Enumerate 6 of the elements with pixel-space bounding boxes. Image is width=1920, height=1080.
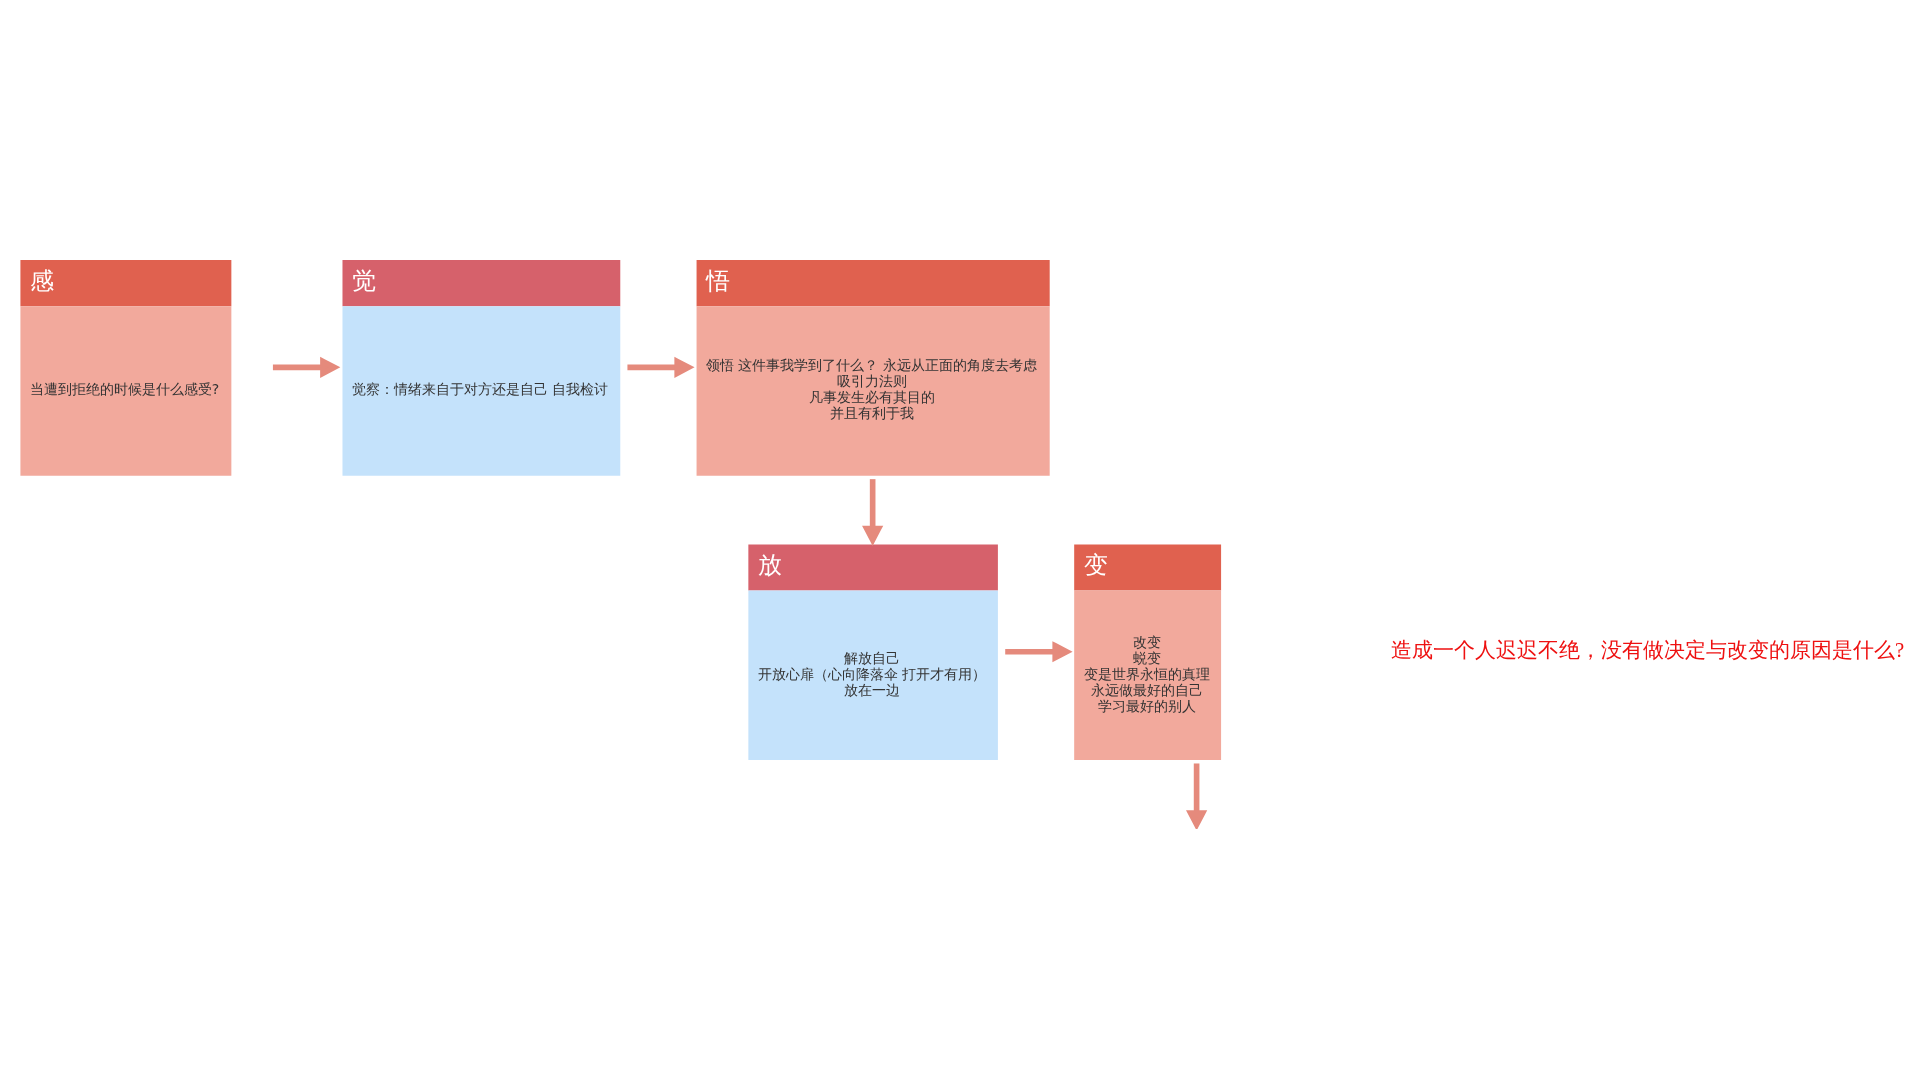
arrow <box>1005 640 1073 662</box>
arrow <box>1186 763 1208 829</box>
arrow <box>627 356 695 378</box>
arrow <box>862 478 884 546</box>
arrow <box>272 356 341 378</box>
label: 造成一个人迟迟不绝，没有做决定与改变的原因是什么? <box>1391 638 1905 661</box>
